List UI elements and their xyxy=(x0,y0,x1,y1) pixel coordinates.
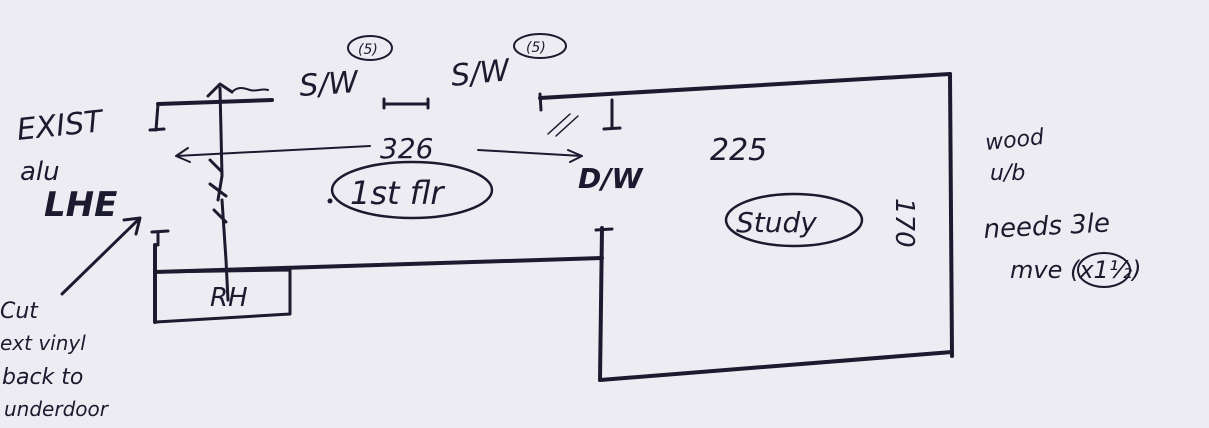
circle-note-left-text: (5) xyxy=(358,42,378,58)
needs-note-line1: needs 3le xyxy=(983,208,1111,245)
circle-note-x1 xyxy=(1077,252,1131,288)
height-dimension: 170 xyxy=(889,198,919,248)
exist-label: EXIST xyxy=(15,104,107,148)
dim-arrow-left xyxy=(175,145,371,163)
hatch-marks xyxy=(547,113,579,137)
study-bottom-wall xyxy=(598,350,954,382)
cut-note-line4: underdoor xyxy=(4,397,110,421)
room-label-study: Study xyxy=(736,206,817,239)
lhe-label: LHE xyxy=(44,185,117,225)
room-label-1st: 1st flr xyxy=(350,174,445,212)
corridor-left-tick xyxy=(150,229,170,247)
vertical-arrow-head xyxy=(206,82,234,98)
circle-note-right xyxy=(513,33,567,59)
small-gap-bracket xyxy=(382,97,430,110)
circle-note-left xyxy=(347,35,393,61)
rh-label: RH xyxy=(210,283,248,313)
study-right-wall xyxy=(948,72,954,358)
study-left-wall xyxy=(598,226,604,382)
study-left-tick xyxy=(594,227,614,232)
wave-mark xyxy=(231,87,269,93)
depth-dimension: 225 xyxy=(710,133,767,168)
needs-note-line2: mve (x1½) xyxy=(1010,256,1141,284)
dim-arrow-right xyxy=(477,149,583,163)
circle-note-right-text: (5) xyxy=(526,40,546,56)
dot-mark xyxy=(327,198,333,204)
sw-label-left: S/W xyxy=(298,65,360,104)
tick-left-top xyxy=(148,102,166,132)
sw-label-right: S/W xyxy=(449,53,512,94)
cut-note-line3: back to xyxy=(2,365,83,390)
dw-label: D/W xyxy=(578,162,643,195)
cut-note-line2: ext vinyl xyxy=(0,331,86,355)
inner-tick-right xyxy=(602,98,622,131)
wall-top-right xyxy=(538,72,952,100)
wood-note-line1: wood xyxy=(984,125,1046,156)
room-label-circle-study xyxy=(724,192,864,248)
cut-arrow xyxy=(60,216,142,296)
rh-box xyxy=(153,268,292,324)
wall-top-left xyxy=(156,98,274,106)
cut-note-line1: Cut xyxy=(0,299,39,324)
width-dimension: 326 xyxy=(380,132,433,165)
alu-label: alu xyxy=(20,157,60,187)
room-label-circle-1st xyxy=(330,160,494,220)
switch-symbol xyxy=(208,158,228,224)
wood-note-line2: u/b xyxy=(990,161,1025,186)
tick-right-top xyxy=(538,92,543,112)
